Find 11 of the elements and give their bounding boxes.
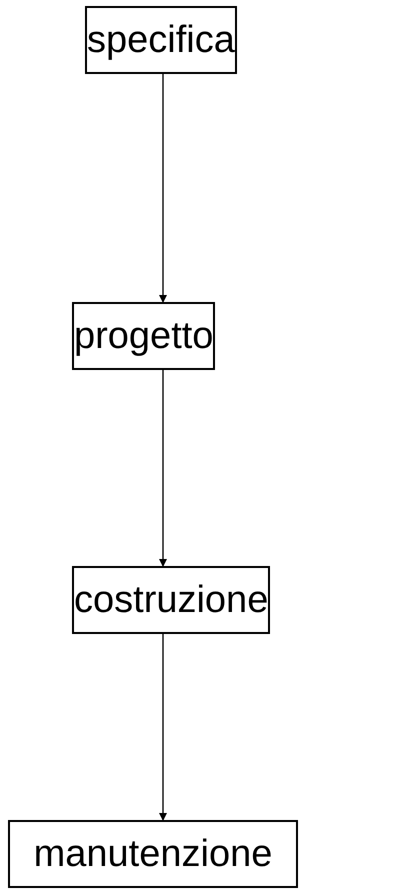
arrow [159, 74, 167, 303]
process-box [72, 302, 216, 370]
process-box [8, 820, 298, 888]
arrow [159, 370, 167, 567]
process-box [72, 566, 270, 634]
box-label: progetto [74, 314, 214, 358]
box-label: specifica [87, 18, 235, 62]
box-label: manutenzione [34, 832, 272, 876]
arrow [159, 634, 167, 821]
process-box [85, 6, 237, 74]
box-label: costruzione [74, 578, 268, 622]
